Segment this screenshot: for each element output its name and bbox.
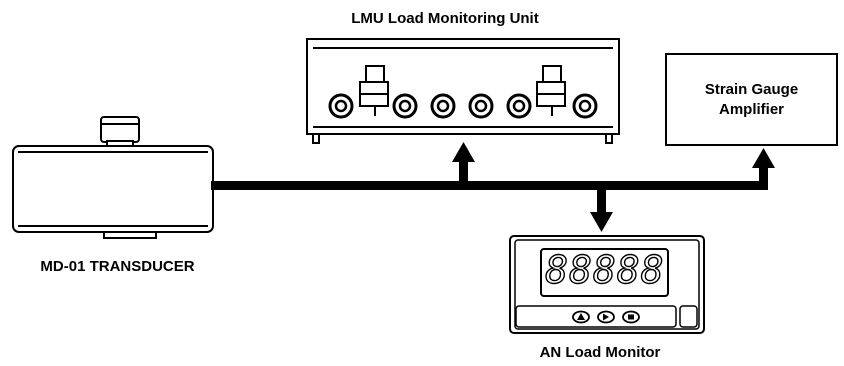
connector-1 [328,93,354,119]
arrow-to-amplifier [752,148,775,182]
lmu-clamp-right [536,65,566,116]
lmu-enclosure [306,38,620,135]
connector-2 [392,93,418,119]
amplifier-label-line1: Strain Gauge [704,80,799,98]
arrow-to-lmu [452,142,475,182]
connector-6 [572,93,598,119]
strain-gauge-amplifier: Strain Gauge Amplifier [665,53,838,146]
an-keypad-panel [515,305,677,328]
transducer-knob [100,116,140,143]
amplifier-label: Strain Gauge Amplifier [705,80,798,120]
up-button-icon [572,310,590,324]
enter-button-icon [622,310,640,324]
an-load-monitor [509,235,705,334]
transducer-body [12,145,214,233]
arrow-to-an-monitor [590,189,613,232]
an-display-window [540,248,669,297]
amplifier-label-line2: Amplifier [718,100,784,118]
transducer-label: MD-01 TRANSDUCER [40,258,195,275]
connector-4 [468,93,494,119]
an-monitor-label: AN Load Monitor [539,344,661,361]
lmu-clamp-left [359,65,389,116]
md-01-transducer [12,116,214,239]
transducer-base [103,231,157,239]
signal-bus [211,181,768,190]
lmu-foot-right [605,133,613,144]
an-display-readout: 88888 [545,247,665,292]
lmu-title: LMU Load Monitoring Unit [351,10,539,27]
connector-5 [506,93,532,119]
connector-3 [430,93,456,119]
an-side-panel [679,305,698,328]
lmu-unit [306,38,620,144]
lmu-foot-left [312,133,320,144]
right-button-icon [597,310,615,324]
lmu-connectors [328,93,598,119]
